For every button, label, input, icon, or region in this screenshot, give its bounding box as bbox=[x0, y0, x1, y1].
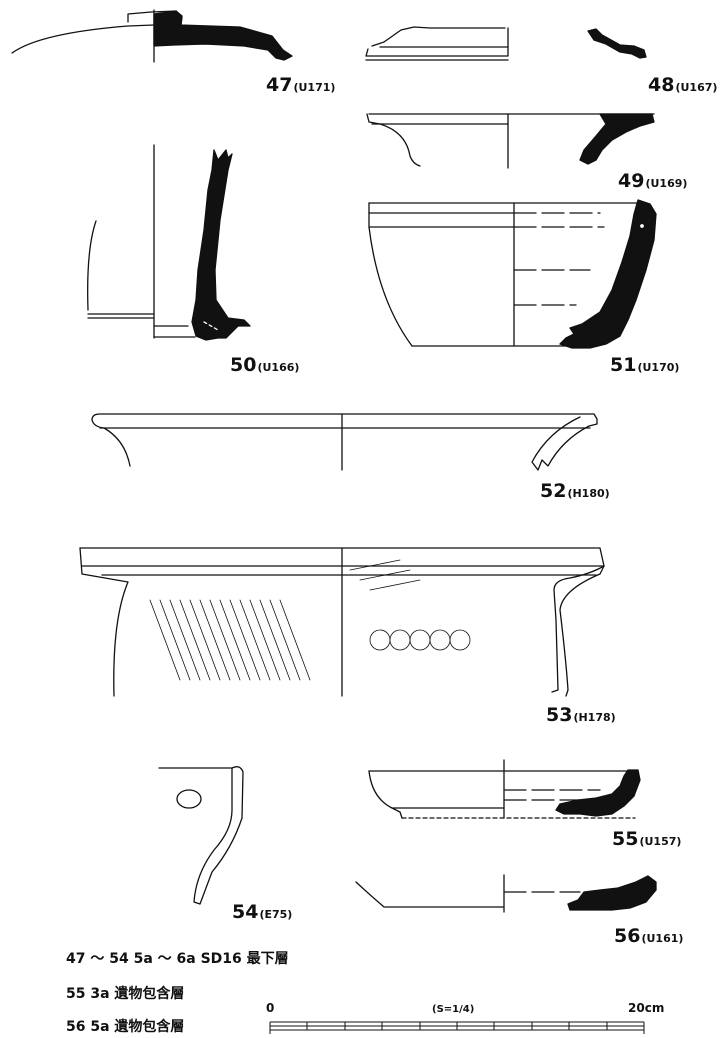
caption-line-55: 55 3a 遺物包含層 bbox=[66, 986, 185, 1002]
scale-start-label: 0 bbox=[266, 1001, 275, 1015]
figure-label-56: 56(U161) bbox=[614, 925, 684, 947]
sherd-drawing-56 bbox=[355, 874, 657, 913]
sherd-drawing-53 bbox=[79, 547, 605, 697]
figure-label-55: 55(U157) bbox=[612, 828, 682, 850]
sherd-drawing-54 bbox=[158, 766, 244, 905]
scale-ratio-label: (S=1/4) bbox=[432, 1004, 475, 1015]
figure-label-51: 51(U170) bbox=[610, 354, 680, 376]
figure-label-50: 50(U166) bbox=[230, 354, 300, 376]
sherd-drawing-55 bbox=[368, 759, 641, 819]
figure-label-52: 52(H180) bbox=[540, 480, 610, 502]
figure-label-48: 48(U167) bbox=[648, 74, 718, 96]
sherd-drawing-52 bbox=[91, 413, 598, 471]
figure-label-53: 53(H178) bbox=[546, 704, 616, 726]
caption-line-56: 56 5a 遺物包含層 bbox=[66, 1019, 185, 1035]
sherd-drawing-47 bbox=[11, 9, 293, 63]
sherd-drawing-51 bbox=[368, 199, 657, 349]
sherd-drawing-49 bbox=[366, 113, 655, 169]
scale-end-label: 20cm bbox=[628, 1001, 665, 1015]
sherd-drawing-48 bbox=[365, 26, 647, 61]
figure-label-49: 49(U169) bbox=[618, 170, 688, 192]
caption-line-47-54: 47 ～ 54 5a ～ 6a SD16 最下層 bbox=[66, 951, 289, 967]
sherd-drawing-50 bbox=[87, 144, 251, 341]
figure-label-54: 54(E75) bbox=[232, 901, 293, 923]
figure-label-47: 47(U171) bbox=[266, 74, 336, 96]
scale-bar bbox=[269, 1021, 645, 1034]
